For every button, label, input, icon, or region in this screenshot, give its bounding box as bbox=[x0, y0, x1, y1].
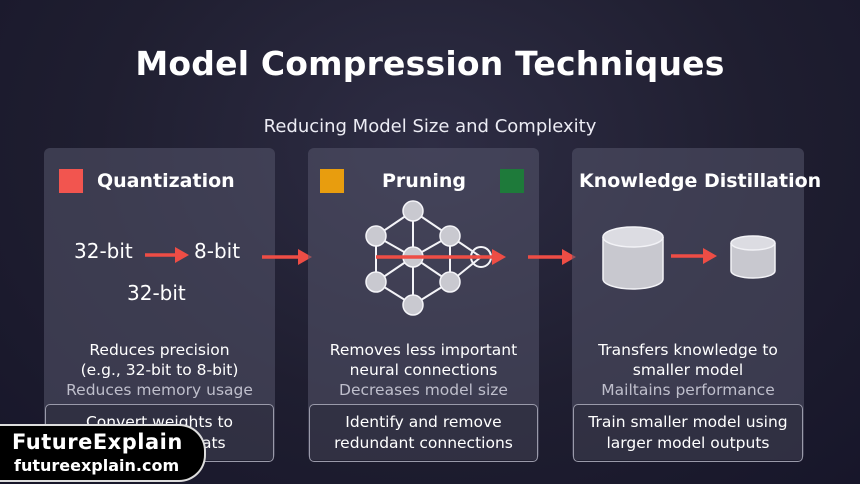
connector-arrow-icon-2 bbox=[528, 249, 576, 265]
small-model-cylinder-icon bbox=[730, 235, 776, 279]
quantization-title: Quantization bbox=[97, 170, 235, 192]
pruning-color-square-left bbox=[320, 169, 344, 193]
distillation-desc-line1: Transfers knowledge to bbox=[598, 341, 778, 359]
pruning-box-line1: Identify and remove bbox=[345, 413, 502, 431]
quantization-card: Quantization 32-bit 8-bit 32-bit Reduces… bbox=[44, 148, 275, 462]
distillation-arrow-icon bbox=[671, 248, 717, 264]
quantization-desc-line2: (e.g., 32-bit to 8-bit) bbox=[80, 361, 239, 379]
quantization-color-square bbox=[59, 169, 83, 193]
distillation-box-line2: larger model outputs bbox=[606, 434, 770, 452]
distillation-desc-line2: smaller model bbox=[632, 361, 744, 379]
pruning-method-box: Identify and remove redundant connection… bbox=[309, 404, 538, 462]
page-title: Model Compression Techniques bbox=[135, 44, 725, 83]
pruning-desc-line2: neural connections bbox=[349, 361, 498, 379]
distillation-box-line1: Train smaller model using bbox=[588, 413, 788, 431]
pruning-description: Removes less important neural connection… bbox=[308, 340, 539, 400]
pruning-box-line2: redundant connections bbox=[334, 434, 513, 452]
pruning-title: Pruning bbox=[382, 170, 466, 192]
quantization-description: Reduces precision (e.g., 32-bit to 8-bit… bbox=[44, 340, 275, 400]
bits-to-label: 8-bit bbox=[194, 239, 241, 263]
pruning-card: Pruning bbox=[308, 148, 539, 462]
watermark-badge: FutureExplain futureexplain.com bbox=[0, 424, 206, 482]
quantization-desc-line3: Reduces memory usage bbox=[66, 381, 253, 399]
distillation-desc-line3: Mailtains performance bbox=[601, 381, 775, 399]
watermark-brand: FutureExplain bbox=[12, 430, 183, 454]
pruning-color-square-right bbox=[500, 169, 524, 193]
distillation-description: Transfers knowledge to smaller model Mai… bbox=[572, 340, 804, 400]
quantization-desc-line1: Reduces precision bbox=[89, 341, 230, 359]
quantization-arrow-icon bbox=[145, 247, 189, 263]
watermark-url: futureexplain.com bbox=[14, 456, 180, 475]
large-model-cylinder-icon bbox=[602, 226, 664, 290]
distillation-card: Knowledge Distillation Transfers knowled… bbox=[572, 148, 821, 462]
neural-network-icon bbox=[365, 200, 506, 316]
distillation-title: Knowledge Distillation bbox=[579, 170, 822, 192]
distillation-method-box: Train smaller model using larger model o… bbox=[573, 404, 803, 462]
pruning-desc-line3: Decreases model size bbox=[339, 381, 508, 399]
bits-below-label: 32-bit bbox=[127, 281, 186, 305]
connector-arrow-icon-1 bbox=[262, 249, 312, 265]
bits-from-label: 32-bit bbox=[74, 239, 133, 263]
pruning-desc-line1: Removes less important bbox=[329, 341, 518, 359]
page-subtitle: Reducing Model Size and Complexity bbox=[263, 116, 597, 137]
